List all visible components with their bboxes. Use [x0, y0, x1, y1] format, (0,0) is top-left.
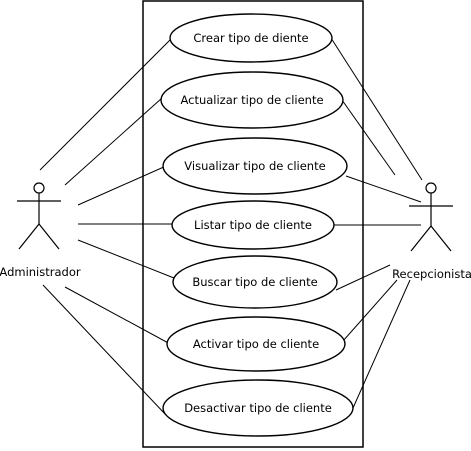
- actor-administrador[interactable]: Administrador: [0, 182, 81, 279]
- association-right-uc3: [345, 175, 422, 203]
- use-case-label: Visualizar tipo de cliente: [184, 159, 325, 173]
- use-case-label: Actualizar tipo de cliente: [180, 93, 323, 107]
- association-left-uc2: [64, 97, 163, 186]
- association-left-uc1: [39, 34, 176, 171]
- association-right-uc7: [352, 279, 411, 409]
- use-case-label: Crear tipo de diente: [193, 31, 308, 45]
- use-case-uc2[interactable]: Actualizar tipo de cliente: [160, 71, 344, 129]
- actor-head: [425, 182, 437, 194]
- actor-right-leg: [430, 225, 452, 252]
- association-left-uc7: [42, 284, 167, 416]
- use-case-ellipse: [166, 316, 346, 372]
- actor-right-leg: [38, 223, 60, 250]
- actor-label: Recepcionista: [392, 267, 471, 281]
- association-right-uc1: [330, 37, 423, 181]
- use-case-ellipse: [171, 200, 335, 250]
- use-case-label: Buscar tipo de cliente: [192, 275, 317, 289]
- association-lines: [39, 34, 423, 416]
- use-case-ellipse: [162, 379, 354, 437]
- use-case-uc7[interactable]: Desactivar tipo de cliente: [162, 379, 354, 437]
- association-left-uc6: [64, 286, 173, 346]
- actor-head: [33, 182, 45, 194]
- association-left-uc5: [77, 239, 175, 279]
- use-case-uc5[interactable]: Buscar tipo de cliente: [172, 255, 338, 309]
- association-right-uc6: [342, 279, 398, 342]
- association-left-uc3: [77, 165, 167, 206]
- use-case-label: Activar tipo de cliente: [193, 337, 319, 351]
- use-case-uc3[interactable]: Visualizar tipo de cliente: [162, 137, 348, 195]
- actor-label: Administrador: [0, 265, 81, 279]
- use-case-ellipse: [160, 71, 344, 129]
- actor-left-leg: [18, 223, 40, 250]
- use-case-uc1[interactable]: Crear tipo de diente: [169, 13, 333, 63]
- use-case-ellipse: [172, 255, 338, 309]
- association-right-uc2: [341, 99, 396, 176]
- use-case-label: Listar tipo de cliente: [194, 218, 312, 232]
- system-boundary: [142, 0, 364, 448]
- use-case-uc4[interactable]: Listar tipo de cliente: [171, 200, 335, 250]
- actor-left-leg: [410, 225, 432, 252]
- use-case-label: Desactivar tipo de cliente: [184, 401, 332, 415]
- use-case-ellipse: [169, 13, 333, 63]
- use-case-uc6[interactable]: Activar tipo de cliente: [166, 316, 346, 372]
- use-case-ellipse: [162, 137, 348, 195]
- actor-recepcionista[interactable]: Recepcionista: [392, 182, 471, 281]
